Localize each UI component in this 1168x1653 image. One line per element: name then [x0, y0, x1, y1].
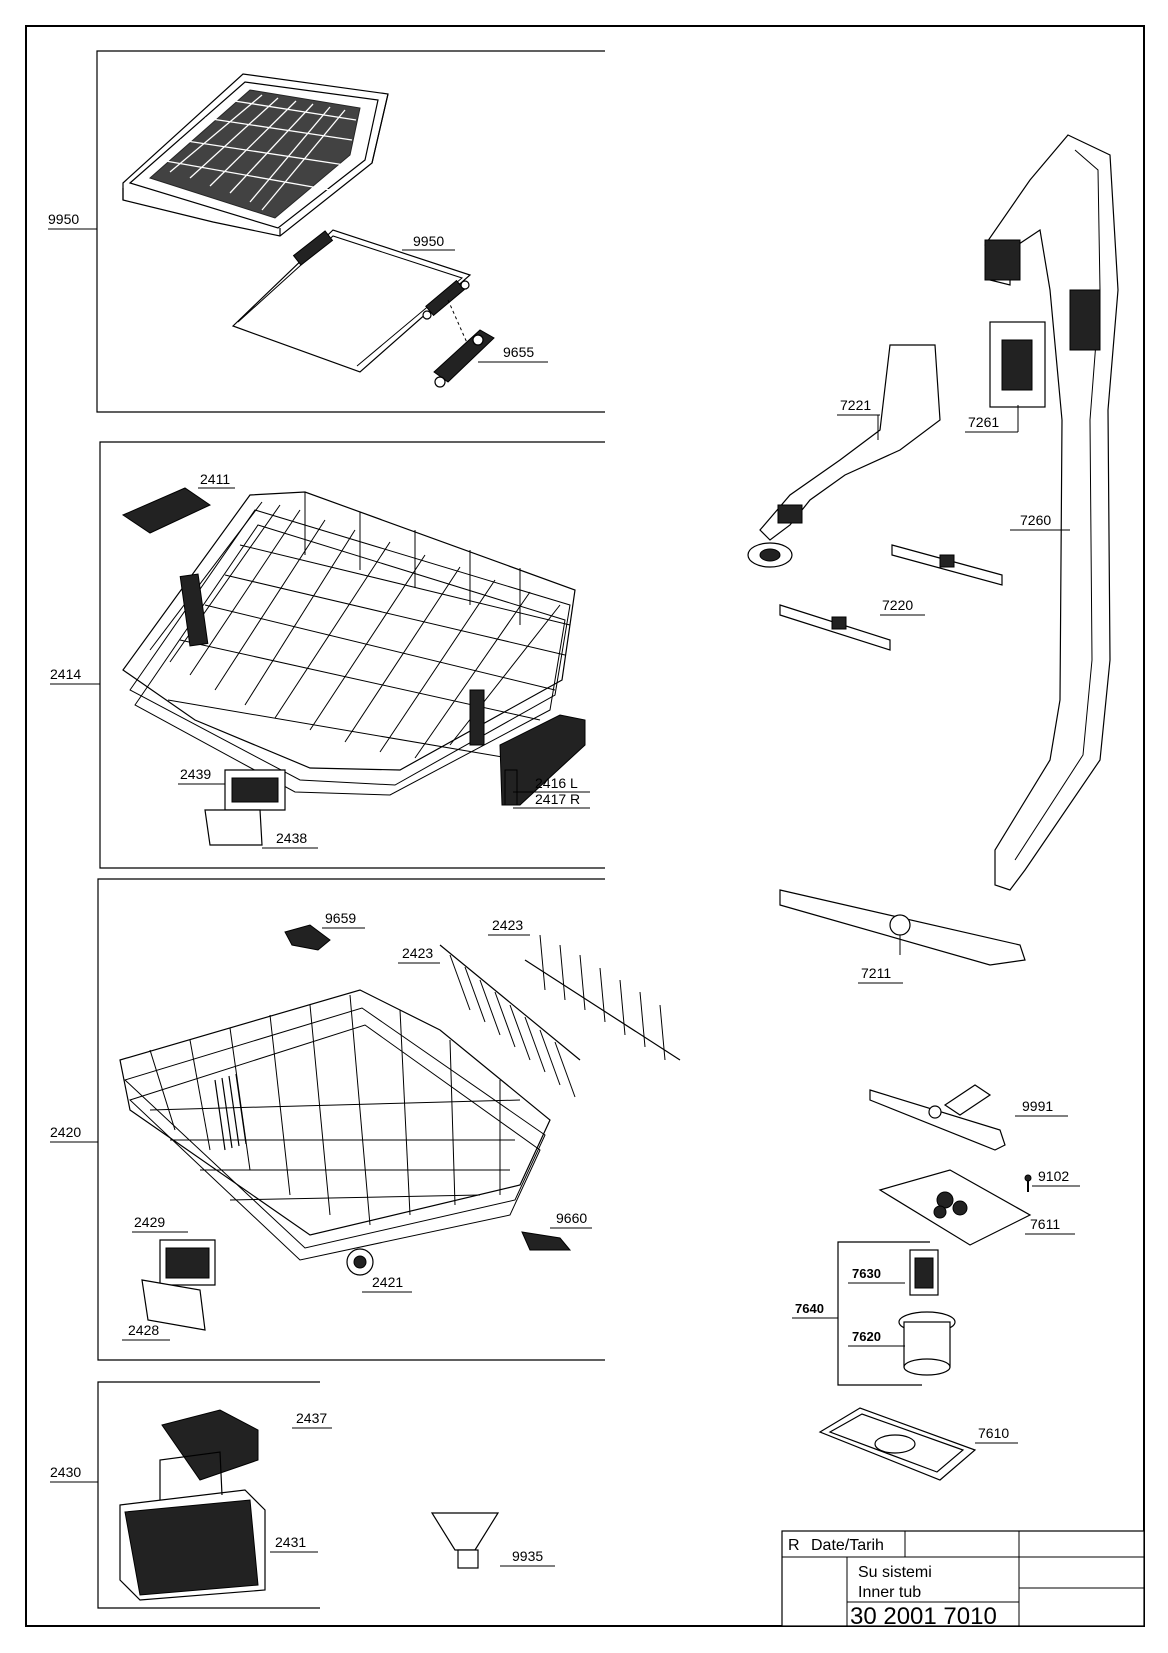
group-label-2414: 2414 [50, 666, 81, 682]
plate-7611-drawing [878, 1169, 1032, 1246]
part-label-7260: 7260 [1020, 512, 1051, 528]
part-label-7610: 7610 [978, 1425, 1009, 1441]
cutlery-tray-drawing [122, 73, 389, 237]
basket-2431-drawing [119, 1451, 266, 1601]
upper-basket-drawing [122, 491, 576, 796]
group-label-2430: 2430 [50, 1464, 81, 1480]
part-label-7611: 7611 [1030, 1216, 1060, 1232]
spray-arm-9991-drawing [869, 1084, 1006, 1151]
slider-9655-drawing [433, 329, 495, 388]
part-label-2437: 2437 [296, 1410, 327, 1426]
part-label-9950: 9950 [413, 233, 444, 249]
part-label-2421: 2421 [372, 1274, 403, 1290]
part-label-2423-b: 2423 [492, 917, 523, 933]
part-label-9655: 9655 [503, 344, 534, 360]
part-label-9935: 9935 [512, 1548, 543, 1564]
group-label-7640: 7640 [795, 1301, 824, 1316]
lower-basket-drawing [119, 989, 551, 1261]
part-label-2416L: 2416 L [535, 775, 578, 791]
seal-7610-drawing [818, 1407, 977, 1481]
rail-frame-drawing [231, 229, 472, 373]
clip-2411-drawing [121, 487, 212, 534]
part-label-2411: 2411 [200, 471, 230, 487]
part-label-7221: 7221 [840, 397, 871, 413]
bracket-2439-drawing [224, 769, 286, 811]
part-label-9991: 9991 [1022, 1098, 1053, 1114]
bracket-2429-drawing [159, 1239, 216, 1286]
title-date-label: Date/Tarih [811, 1537, 884, 1554]
cap-2428-drawing [141, 1279, 206, 1331]
part-label-2431: 2431 [275, 1534, 306, 1550]
part-label-7630: 7630 [852, 1266, 881, 1281]
wheel-2421-drawing [346, 1248, 374, 1276]
cap-2438-drawing [204, 809, 263, 846]
panel-top-tray: 9950 9950 [48, 50, 605, 413]
part-label-9660: 9660 [556, 1210, 587, 1226]
part-label-7261: 7261 [968, 414, 999, 430]
funnel-9935-drawing [430, 1512, 500, 1569]
part-label-2428: 2428 [128, 1322, 159, 1338]
spray-arm-7211-drawing [779, 889, 1026, 966]
panel-cutlery: 2430 2437 2431 [50, 1381, 332, 1609]
title-drawing-number: 30 2001 7010 [850, 1603, 997, 1630]
panel-lower-basket: 2420 9659 2423 2423 [50, 878, 681, 1361]
holder-9659-drawing [284, 924, 331, 951]
pipe-7260-drawing [984, 134, 1119, 891]
part-label-2423-a: 2423 [402, 945, 433, 961]
part-label-9659: 9659 [325, 910, 356, 926]
spray-arms-7220-drawing [779, 544, 1003, 651]
filter-group-7640-drawing [837, 1241, 956, 1386]
conduit-7221-drawing [747, 344, 941, 568]
part-label-2439: 2439 [180, 766, 211, 782]
group-label-2420: 2420 [50, 1124, 81, 1140]
part-label-2438: 2438 [276, 830, 307, 846]
lid-2437-drawing [161, 1409, 259, 1481]
part-label-7220: 7220 [882, 597, 913, 613]
title-block: R Date/Tarih Su sistemi Inner tub 30 200… [781, 1530, 1145, 1630]
part-label-2417R: 2417 R [535, 791, 580, 807]
group-label-9950: 9950 [48, 211, 79, 227]
part-label-9102: 9102 [1038, 1168, 1069, 1184]
rail-2416-2417-drawing [499, 714, 586, 806]
tine-racks-drawing [439, 934, 681, 1098]
title-description-en: Inner tub [858, 1584, 921, 1601]
part-label-2429: 2429 [134, 1214, 165, 1230]
part-label-7620: 7620 [852, 1329, 881, 1344]
title-description-tr: Su sistemi [858, 1564, 932, 1581]
holder-9660-drawing [521, 1231, 572, 1251]
title-rev-label: R [788, 1537, 800, 1554]
panel-upper-basket: 2414 2411 [50, 441, 605, 869]
part-label-7211: 7211 [861, 965, 891, 981]
drawing-frame [25, 25, 1145, 1627]
